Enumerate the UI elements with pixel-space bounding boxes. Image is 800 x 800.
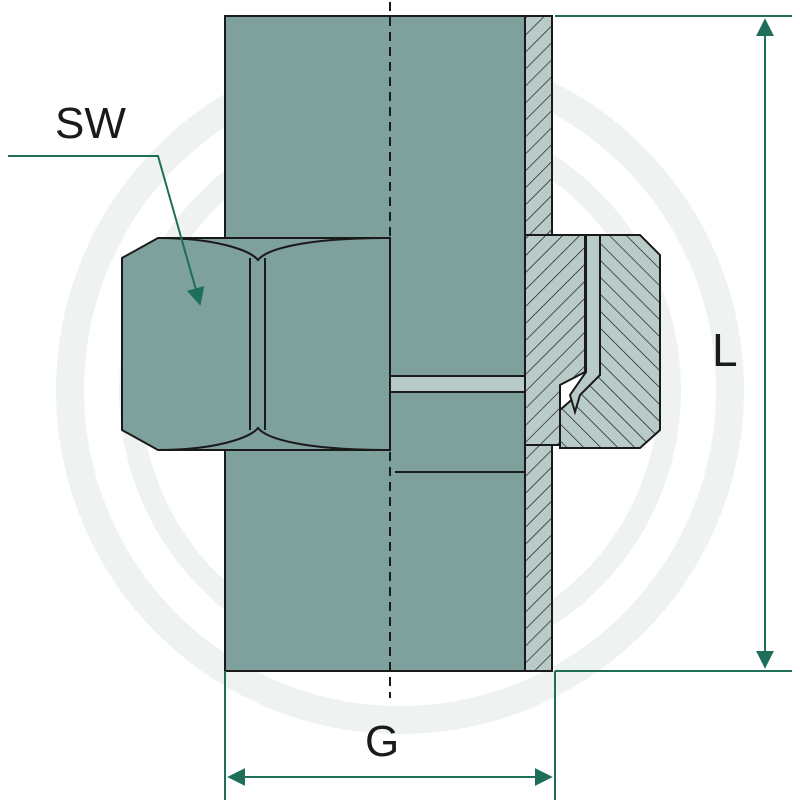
sw-label: SW: [55, 99, 126, 148]
hex-nut-face-lower: [157, 426, 391, 451]
dim-l-label: L: [712, 324, 738, 376]
inner-slot: [389, 375, 526, 393]
hex-nut: [121, 237, 391, 451]
dim-g-label: G: [365, 717, 399, 766]
hex-nut-face-upper: [157, 237, 391, 262]
sw-leader-line: [8, 155, 205, 306]
seal-ring: [568, 234, 601, 416]
upper-wall-section: [524, 15, 553, 236]
